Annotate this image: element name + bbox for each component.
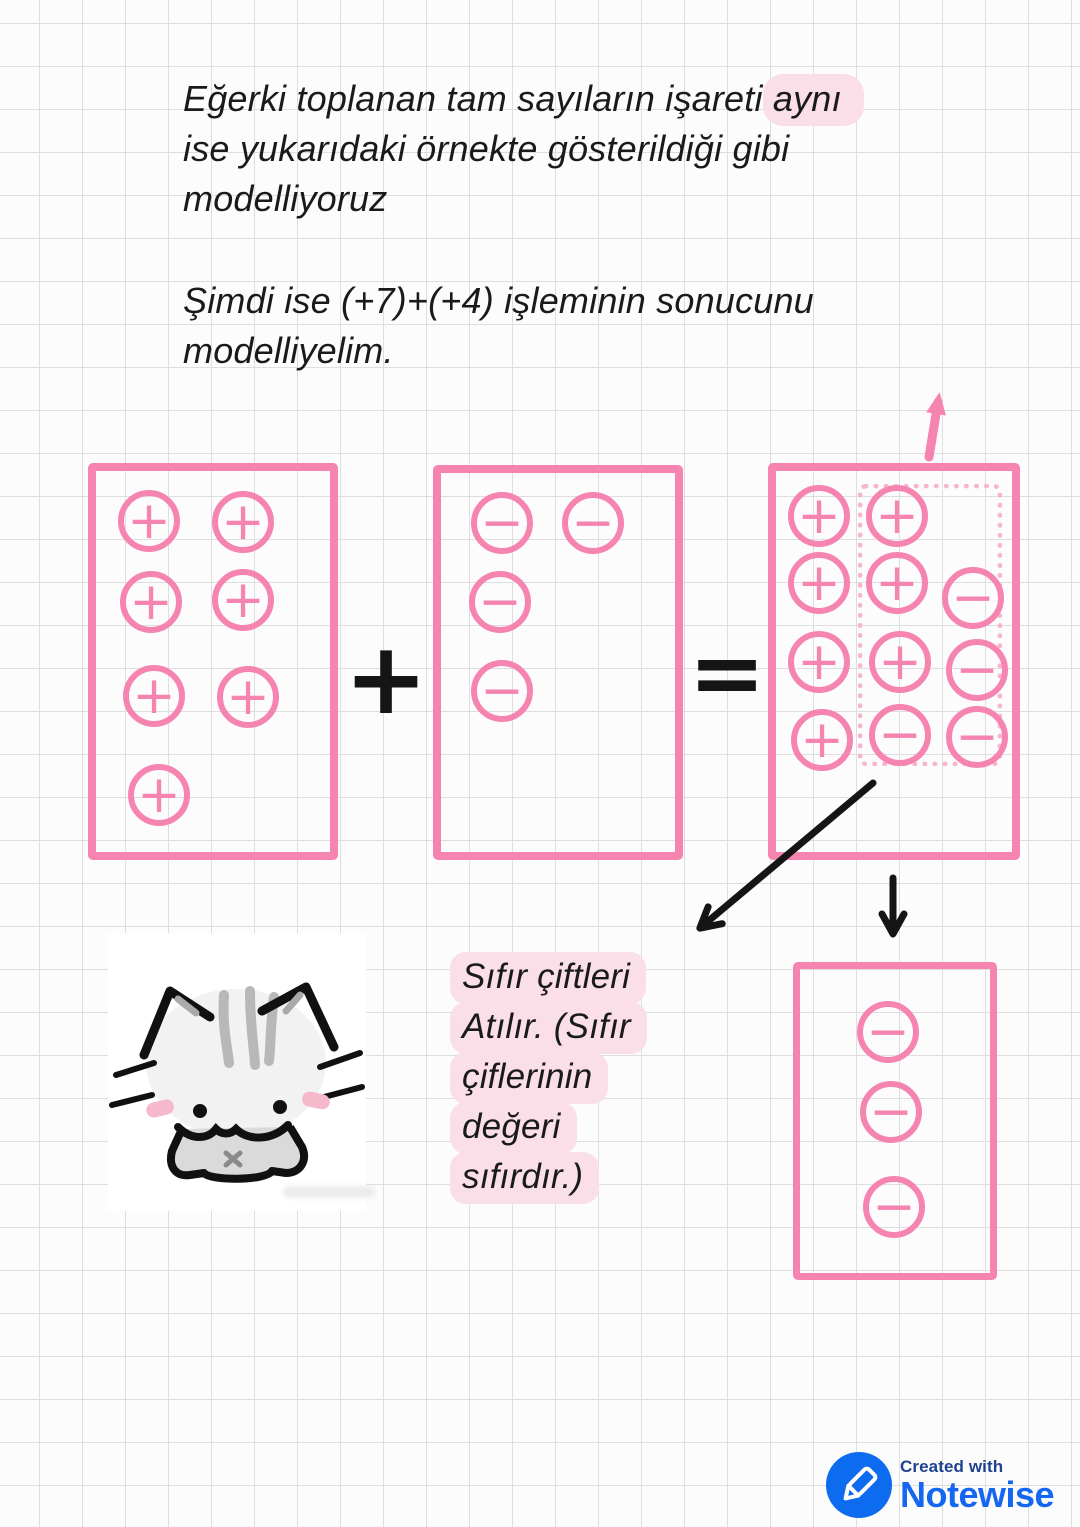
text-line: ise yukarıdaki örnekte gösterildiği gibi [183,128,790,169]
note-line: Atılır. (Sıfır [450,1002,647,1054]
note-line: sıfırdır.) [450,1152,647,1204]
plus-counter: + [123,665,185,727]
cat-inner-ear [282,991,304,1015]
plus-counter: + [120,571,182,633]
text-line: modelliyoruz [183,178,388,219]
paragraph-text: Eğerki toplanan tam sayıların işareti [183,78,773,119]
cat-stripe [245,986,260,1070]
minus-counter: − [469,571,531,633]
equals-operator: = [688,618,766,726]
cat-stripe [218,990,234,1068]
note-highlight: değeri [450,1102,577,1154]
minus-counter: − [860,1081,922,1143]
pencil-icon [843,1466,878,1501]
plus-counter: + [866,552,928,614]
note-highlight: çiflerinin [450,1052,609,1104]
watermark [283,1186,375,1198]
text-line: Şimdi ise (+7)+(+4) işleminin sonucunu [183,280,814,321]
exercise-paragraph: Şimdi ise (+7)+(+4) işleminin sonucunu m… [183,276,814,376]
created-with-label: Created with [900,1456,1004,1476]
cat-eye [193,1104,207,1118]
result-box [793,962,997,1280]
plus-counter: + [118,490,180,552]
plus-counter: + [788,485,850,547]
note-highlight: sıfırdır.) [450,1152,600,1204]
cat-whisker [109,1092,155,1108]
minus-counter: − [857,1001,919,1063]
cat-cheek [302,1091,330,1110]
notewise-badge[interactable]: Created with Notewise [826,1452,1055,1518]
cat-ear [257,982,339,1052]
cat-whisker [321,1084,365,1100]
minus-counter: − [863,1176,925,1238]
cat-eye [273,1100,287,1114]
plus-counter: + [791,709,853,771]
cat-whisker [113,1060,157,1078]
minus-counter: − [562,492,624,554]
cat-belly-x [223,1150,243,1168]
plus-counter: + [869,631,931,693]
cat-sticker [108,933,366,1211]
minus-counter: − [471,492,533,554]
note-highlight: Atılır. (Sıfır [450,1002,647,1054]
cat-ear [139,986,215,1060]
notewise-brand-label: Notewise [900,1473,1055,1515]
note-line: Sıfır çiftleri [450,952,647,1004]
model-box-combined [768,463,1020,860]
plus-counter: + [212,569,274,631]
pink-up-arrow [924,392,946,462]
cat-cheek [146,1099,174,1118]
note-line: çiflerinin [450,1052,647,1104]
highlighted-word: aynı [762,74,864,126]
zero-pairs-dotted-outline [858,484,1002,766]
model-box-negative-four [433,465,683,860]
text-line: modelliyelim. [183,330,394,371]
zero-pairs-note: Sıfır çiftleri Atılır. (Sıfır çiflerinin… [450,952,647,1204]
plus-counter: + [788,552,850,614]
minus-counter: − [946,639,1008,701]
plus-operator: + [344,619,428,737]
note-line: değeri [450,1102,647,1154]
model-box-positive-seven [88,463,338,860]
highlight-text: aynı [772,78,842,119]
intro-paragraph: Eğerki toplanan tam sayıların işareti ay… [183,74,864,224]
plus-counter: + [128,764,190,826]
cat-doodle [109,982,365,1183]
minus-counter: − [869,704,931,766]
plus-counter: + [217,666,279,728]
plus-counter: + [788,631,850,693]
minus-counter: − [946,706,1008,768]
plus-counter: + [212,491,274,553]
plus-counter: + [866,485,928,547]
cat-inner-ear [174,995,200,1017]
text-line: Eğerki toplanan tam sayıların işareti ay… [183,74,864,126]
minus-counter: − [471,660,533,722]
notewise-wordmark: Created with Notewise [900,1456,1055,1515]
cat-mouth [174,1121,292,1142]
cat-whisker [317,1050,363,1070]
minus-counter: − [942,567,1004,629]
notewise-logo-circle [826,1452,892,1518]
note-highlight: Sıfır çiftleri [450,952,647,1004]
